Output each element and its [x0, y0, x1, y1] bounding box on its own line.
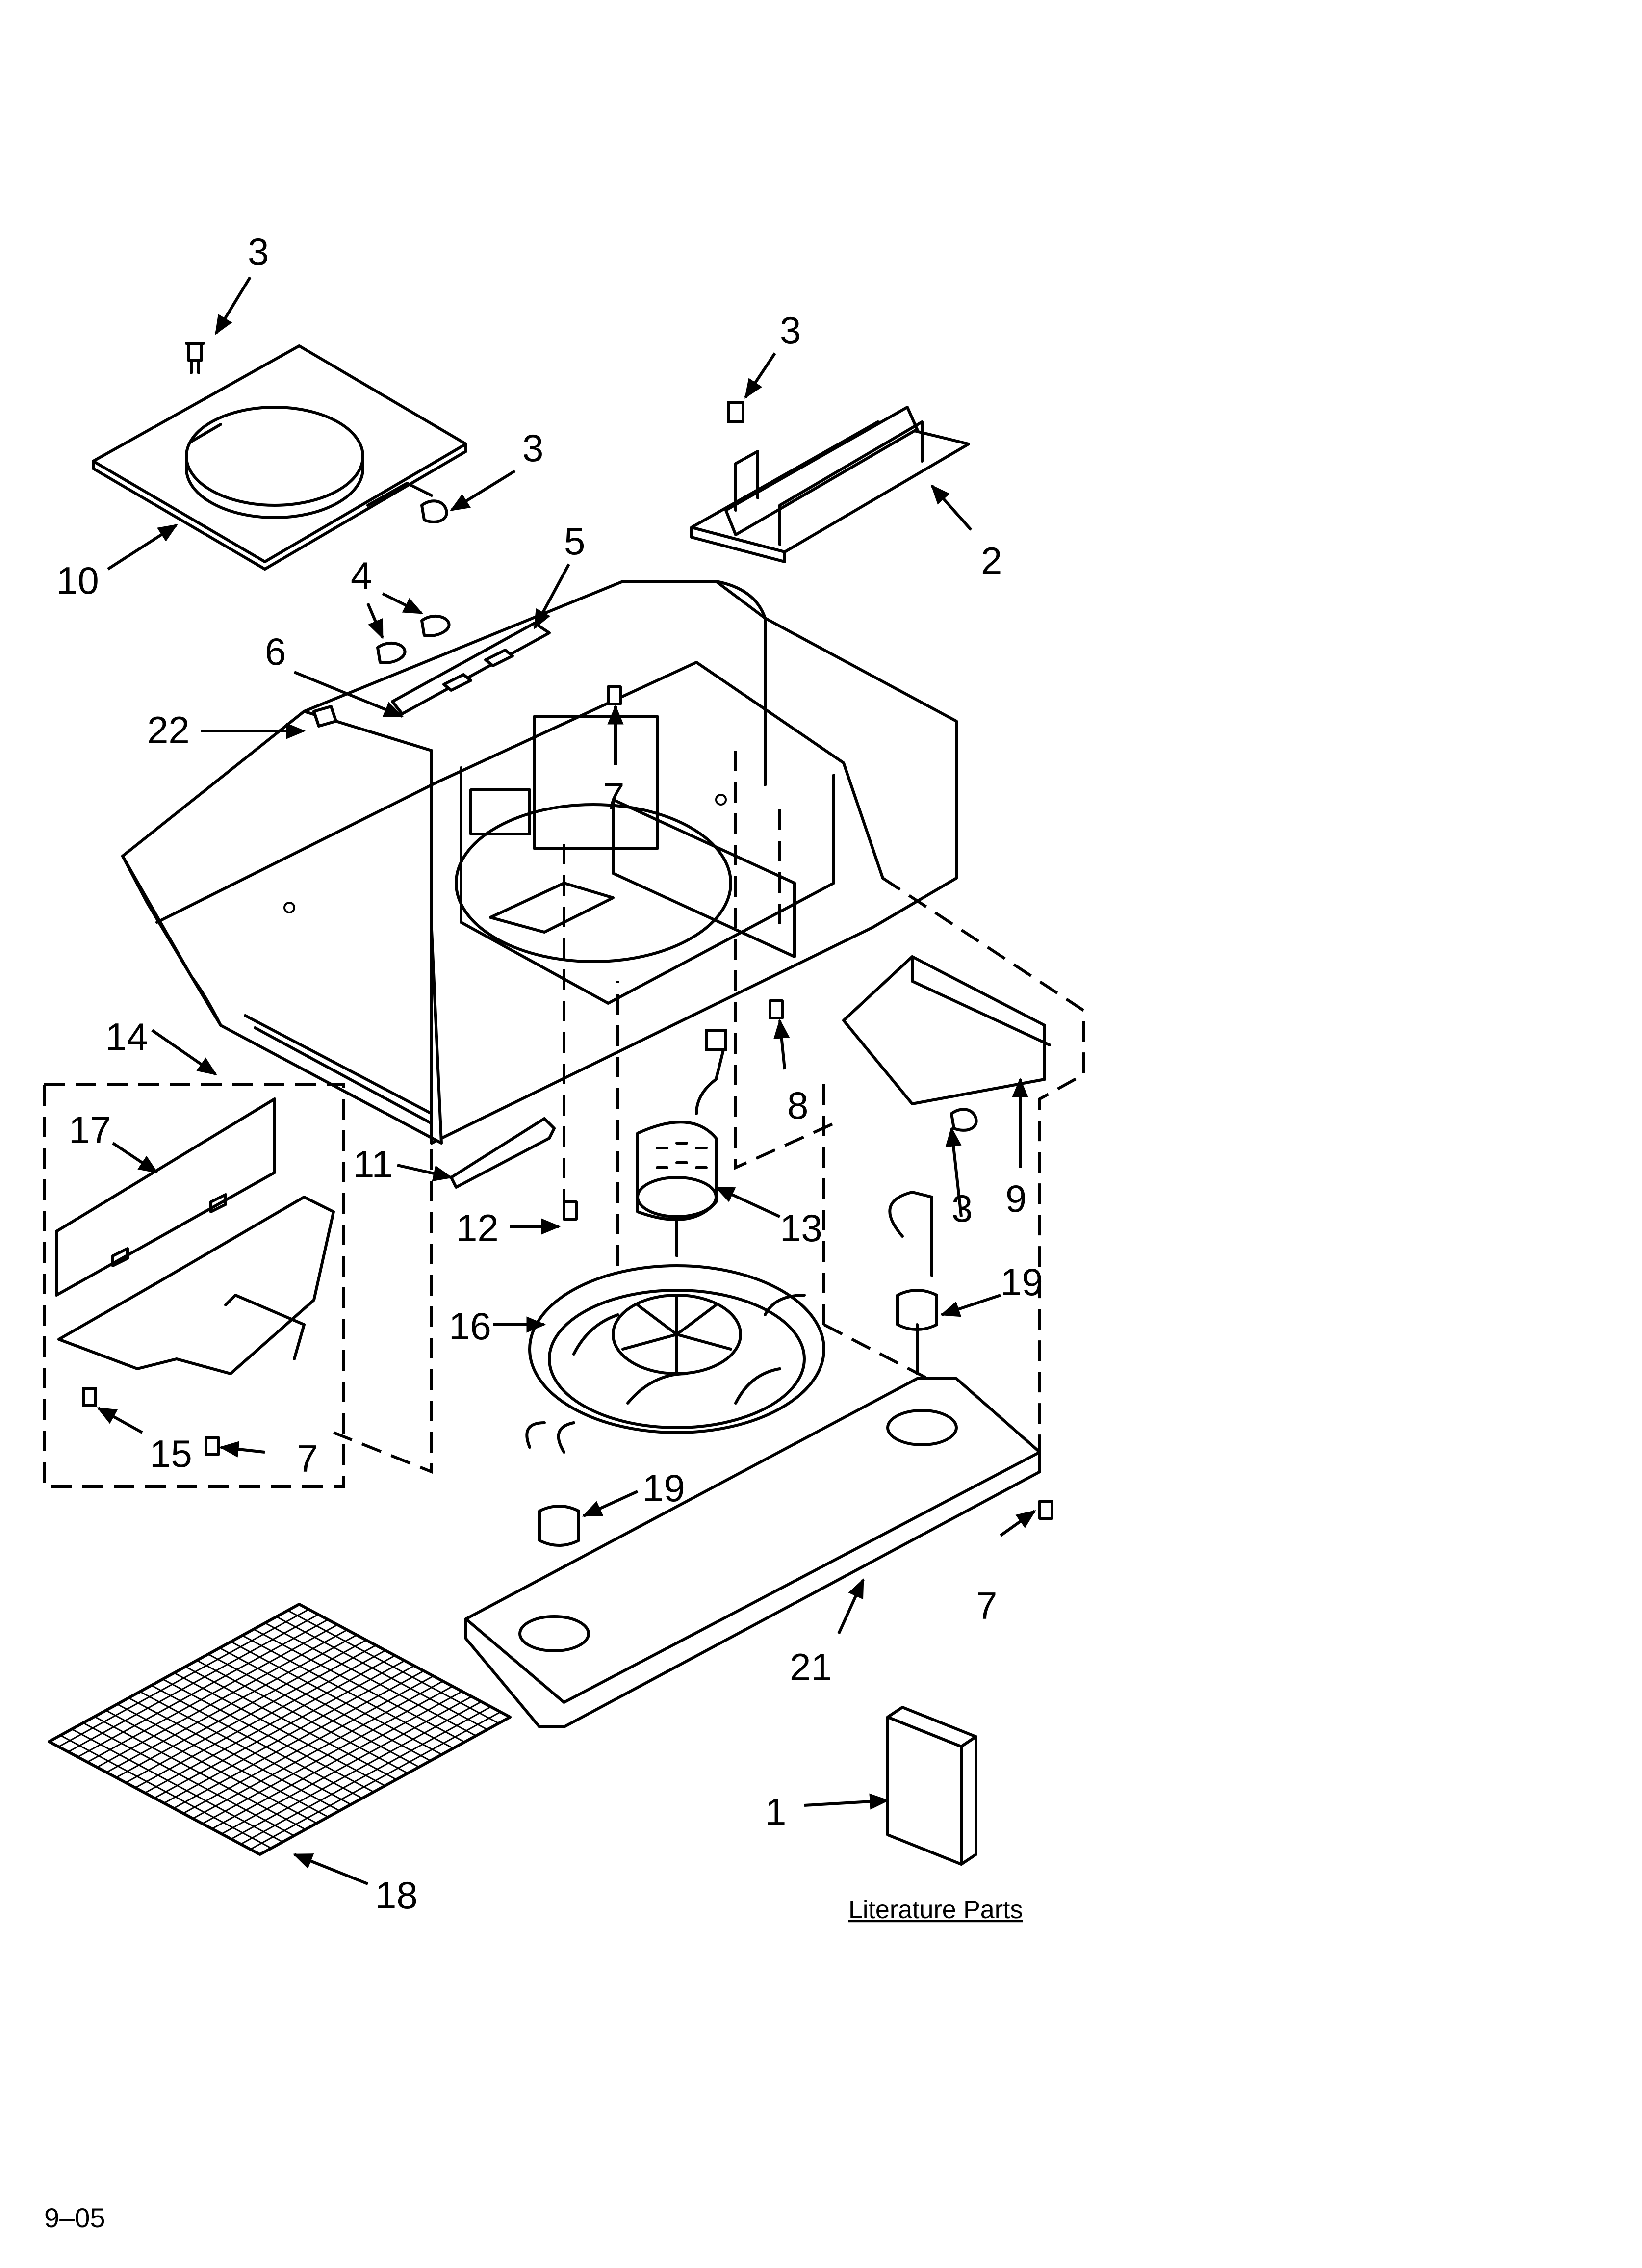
grease-filter-mesh	[48, 1603, 512, 1856]
blower-motor	[636, 1029, 727, 1257]
switch-knob-icon	[376, 614, 451, 664]
callout-3-cover: 3	[522, 426, 543, 469]
callout-18: 18	[375, 1874, 418, 1917]
callout-16: 16	[449, 1304, 491, 1348]
hood-body	[121, 580, 958, 1145]
callout-3-box: 3	[951, 1187, 973, 1230]
screw-icon	[607, 685, 622, 705]
callout-15: 15	[150, 1432, 192, 1475]
callout-2: 2	[981, 539, 1002, 582]
callout-13: 13	[780, 1206, 822, 1250]
callout-labels: 3 3 3 3 10 2 4 5 6 22 7 7 7 8 9 14 17 11…	[56, 230, 1043, 1917]
callout-19-upper: 19	[1001, 1260, 1043, 1303]
callout-1: 1	[765, 1790, 786, 1833]
callout-leaders	[97, 276, 1036, 1885]
screw-icon	[950, 1108, 978, 1132]
callout-14: 14	[105, 1015, 148, 1058]
blower-wheel	[528, 1264, 825, 1434]
screw-icon	[185, 342, 205, 374]
screw-icon	[205, 1436, 220, 1456]
switch-icon	[312, 705, 337, 728]
top-cover-plate	[92, 344, 467, 571]
callout-7-panel: 7	[976, 1584, 997, 1627]
callout-19-lower: 19	[642, 1466, 685, 1510]
screw-icon	[563, 1200, 578, 1221]
callout-3-top-left: 3	[248, 230, 269, 273]
damper-assembly-box	[43, 1083, 345, 1488]
literature-booklet	[886, 1706, 977, 1866]
callout-21: 21	[790, 1645, 832, 1689]
callout-7-damper: 7	[297, 1437, 318, 1480]
callout-4: 4	[351, 554, 372, 597]
electrical-box-cover	[842, 955, 1051, 1105]
lamp-socket-icon	[888, 1191, 938, 1375]
screw-icon	[727, 401, 744, 423]
callout-17: 17	[69, 1108, 111, 1151]
callout-5: 5	[564, 520, 585, 563]
screw-icon	[1038, 1500, 1053, 1520]
callout-22: 22	[147, 708, 190, 752]
callout-7-hood: 7	[603, 775, 624, 818]
grease-filter-clip	[450, 1117, 556, 1189]
callout-8: 8	[787, 1084, 808, 1127]
screw-icon	[769, 999, 784, 1019]
screw-icon	[82, 1387, 97, 1407]
callout-10: 10	[56, 559, 99, 602]
callout-6: 6	[265, 630, 286, 673]
literature-parts-label: Literature Parts	[848, 1896, 1023, 1924]
light-panel	[464, 1377, 1041, 1728]
duct-bracket	[690, 406, 970, 563]
callout-11: 11	[353, 1143, 393, 1186]
footer-date-code: 9–05	[44, 2202, 105, 2233]
screw-icon	[420, 499, 448, 523]
callout-3-top-right: 3	[780, 309, 801, 352]
callout-12: 12	[456, 1206, 499, 1250]
lamp-socket-icon	[525, 1421, 580, 1547]
callout-9: 9	[1005, 1177, 1026, 1220]
